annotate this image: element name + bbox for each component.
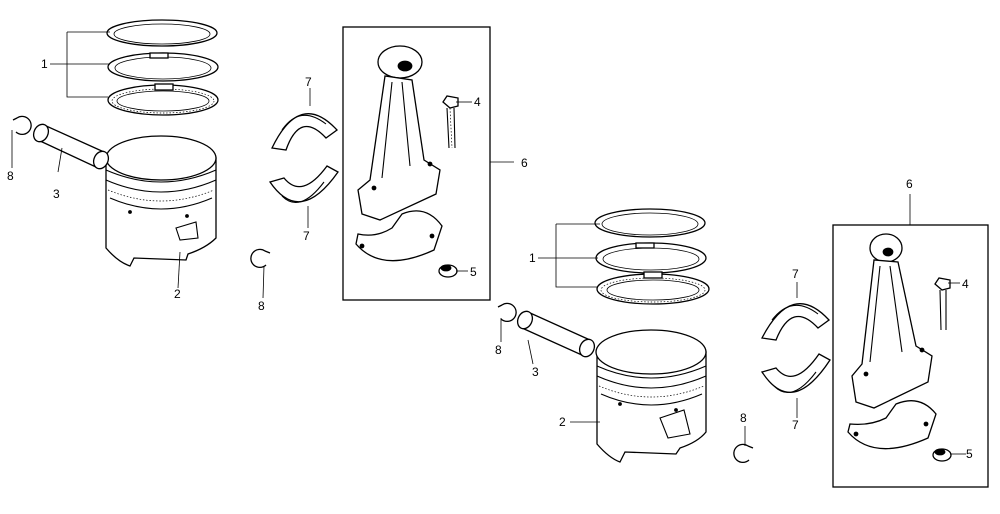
g1-rod-nut: [438, 264, 458, 278]
g2-bearing-lower-callout: 7: [792, 418, 799, 432]
g1-clip-right-callout: 8: [258, 299, 265, 313]
g1-bearing-lower-callout: 7: [303, 229, 310, 243]
g2-rod-nut: [932, 448, 952, 462]
g2-piston-rings: [594, 208, 710, 305]
group-1: 1 2 3 4 5 6 7 7 8 8: [7, 19, 528, 313]
g2-bearing-upper-callout: 7: [792, 267, 799, 281]
g1-clip-right: [250, 248, 271, 269]
g2-clip-left-callout: 8: [495, 343, 502, 357]
g1-clip-left: [12, 115, 32, 136]
g2-rod-bolt: [934, 277, 951, 331]
g2-clip-left: [497, 302, 517, 323]
g1-pin-callout: 3: [53, 187, 60, 201]
g2-clip-right-callout: 8: [740, 411, 747, 425]
g1-connecting-rod: [355, 45, 443, 262]
g1-rod-assembly-box: [342, 26, 491, 301]
g1-bolt-callout: 4: [474, 95, 481, 109]
g1-piston: [105, 135, 217, 267]
g2-nut-callout: 5: [966, 447, 973, 461]
g1-rod-bolt: [442, 95, 459, 149]
g2-pin-callout: 3: [532, 365, 539, 379]
g1-ring-set-callout: 1: [41, 57, 48, 71]
g2-rod-assembly-callout: 6: [906, 177, 913, 191]
g1-bearing-lower: [268, 165, 339, 204]
g2-ring-set-callout: 1: [529, 251, 536, 265]
g1-bearing-upper-callout: 7: [305, 75, 312, 89]
g2-piston: [595, 329, 707, 463]
g2-piston-pin: [516, 310, 596, 358]
g2-rod-assembly-box: [832, 224, 989, 488]
g2-bearing-lower: [760, 353, 831, 394]
g1-bearing-upper: [271, 113, 338, 151]
group-2: 1 2 3 4 5 6 7 7 8 8: [495, 177, 989, 488]
g1-piston-pin: [32, 123, 110, 170]
g1-rod-assembly-callout: 6: [521, 156, 528, 170]
g1-clip-left-callout: 8: [7, 169, 14, 183]
g2-bearing-upper: [761, 303, 830, 341]
g1-piston-rings: [106, 19, 219, 116]
g2-clip-right: [733, 443, 754, 464]
g2-bolt-callout: 4: [962, 277, 969, 291]
g1-piston-callout: 2: [174, 287, 181, 301]
g2-piston-callout: 2: [559, 415, 566, 429]
g2-connecting-rod: [847, 233, 937, 450]
g1-nut-callout: 5: [470, 265, 477, 279]
